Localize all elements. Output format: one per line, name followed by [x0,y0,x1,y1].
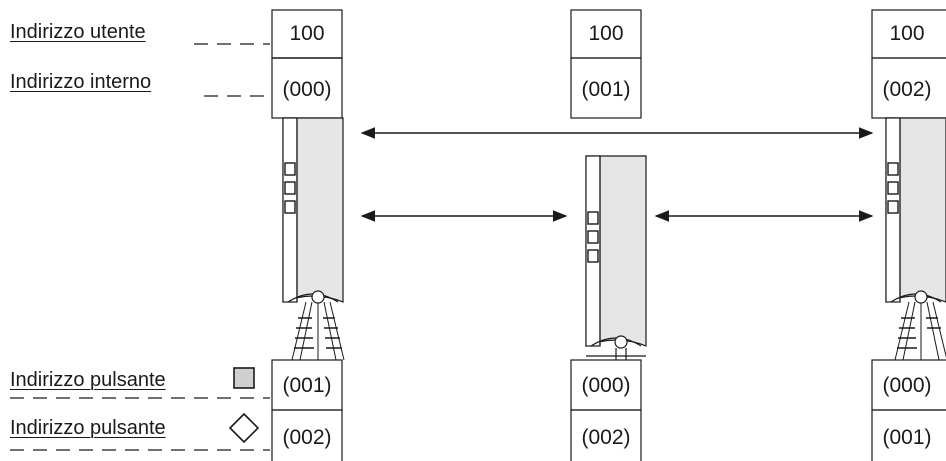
unit-2-button-square-address: (000) [581,374,631,397]
intercom-handset-unit-3 [885,117,946,361]
label-button-address-square: Indirizzo pulsante [10,369,166,391]
unit-3-user-address: 100 [889,22,925,45]
label-user-address: Indirizzo utente [10,21,146,43]
unit-1-internal-address: (000) [282,78,332,101]
unit-3-button-diamond-address: (001) [882,426,932,449]
label-button-address-diamond: Indirizzo pulsante [10,417,166,439]
address-box-bottom-unit-2 [570,359,642,461]
handset-buttons [284,162,296,214]
intercom-handset-unit-2 [585,155,647,360]
unit-2-internal-address: (001) [581,78,631,101]
unit-1-button-diamond-address: (002) [282,426,332,449]
handset-buttons [887,162,899,214]
square-marker-icon [233,367,255,389]
address-box-top-unit-2 [570,9,642,119]
unit-1-user-address: 100 [289,22,325,45]
address-box-bottom-unit-3 [871,359,946,461]
unit-1-button-square-address: (001) [282,374,332,397]
intercom-handset-unit-1 [282,117,345,361]
handset-buttons [587,211,599,263]
address-box-bottom-unit-1 [271,359,343,461]
unit-2-user-address: 100 [588,22,624,45]
unit-3-button-square-address: (000) [882,374,932,397]
connection-arrows [360,127,874,222]
diamond-marker-icon [228,412,260,444]
unit-3-internal-address: (002) [882,78,932,101]
label-leader-lines [10,43,270,451]
label-internal-address: Indirizzo interno [10,71,152,93]
unit-2-button-diamond-address: (002) [581,426,631,449]
